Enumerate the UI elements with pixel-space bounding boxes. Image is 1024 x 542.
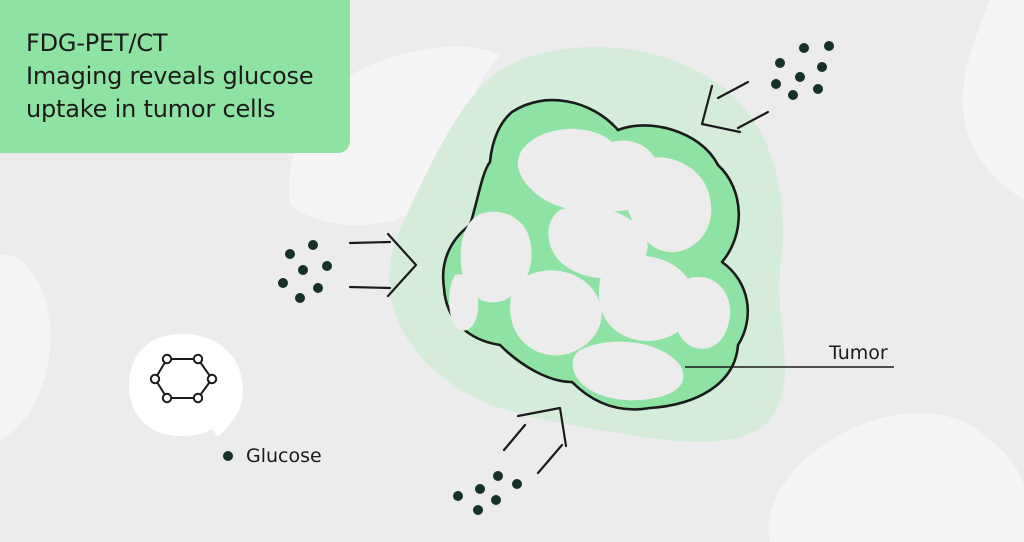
glucose-dot [298, 265, 308, 275]
molecule-atom [206, 373, 218, 385]
molecule-atom [192, 392, 204, 404]
molecule-atom [161, 353, 173, 365]
title-line-1: FDG-PET/CT [26, 29, 168, 57]
glucose-dot [453, 491, 463, 501]
glucose-legend [129, 334, 243, 461]
glucose-dot [795, 72, 805, 82]
glucose-dot [285, 249, 295, 259]
glucose-dot [475, 484, 485, 494]
outline-arrow-icon [348, 232, 418, 298]
glucose-dot [512, 479, 522, 489]
glucose-dot [775, 58, 785, 68]
tumor-cell [572, 341, 684, 401]
tumor-cell [460, 211, 532, 303]
glucose-dot [295, 293, 305, 303]
molecule-atom [149, 373, 161, 385]
title-panel: FDG-PET/CT Imaging reveals glucose uptak… [0, 0, 350, 153]
filled-circle-icon [223, 451, 233, 461]
glucose-dot [473, 505, 483, 515]
glucose-dot [491, 495, 501, 505]
title-line-3: uptake in tumor cells [26, 95, 276, 123]
glucose-dot [799, 43, 809, 53]
outline-arrow-icon [700, 80, 770, 134]
tumor-label: Tumor [829, 342, 888, 364]
glucose-dot [771, 79, 781, 89]
glucose-cluster-top-right [771, 41, 834, 100]
tumor-cell [598, 255, 695, 341]
title-line-2: Imaging reveals glucose [26, 62, 314, 90]
outline-arrow-icon [502, 406, 568, 475]
glucose-dot [313, 283, 323, 293]
glucose-dot [493, 471, 503, 481]
tumor-cell [625, 157, 712, 253]
speech-bubble [129, 334, 243, 437]
glucose-cluster-bottom [453, 471, 522, 515]
tumor-cells [449, 128, 731, 401]
tumor-cell [674, 276, 731, 349]
arrows [348, 80, 770, 475]
glucose-cluster-left [278, 240, 332, 303]
glucose-dot [813, 84, 823, 94]
glucose-dot [322, 261, 332, 271]
glucose-dot [788, 90, 798, 100]
molecule-atom [161, 392, 173, 404]
tumor-cell [449, 274, 479, 331]
glucose-label: Glucose [246, 445, 322, 467]
cloud-top-right [962, 0, 1024, 200]
tumor-cell [517, 128, 661, 212]
cloud-bottom-right [768, 413, 1024, 542]
arrow-left [348, 232, 418, 298]
cloud-left [0, 254, 51, 440]
molecule-atom [192, 353, 204, 365]
arrow-top-right [700, 80, 770, 134]
glucose-dot [278, 278, 288, 288]
tumor-cell [510, 270, 602, 356]
glucose-dot [308, 240, 318, 250]
arrow-bottom [502, 406, 568, 475]
glucose-dot [817, 62, 827, 72]
glucose-dots [278, 41, 834, 515]
glucose-dot [824, 41, 834, 51]
hexagon-molecule-icon [149, 353, 218, 404]
